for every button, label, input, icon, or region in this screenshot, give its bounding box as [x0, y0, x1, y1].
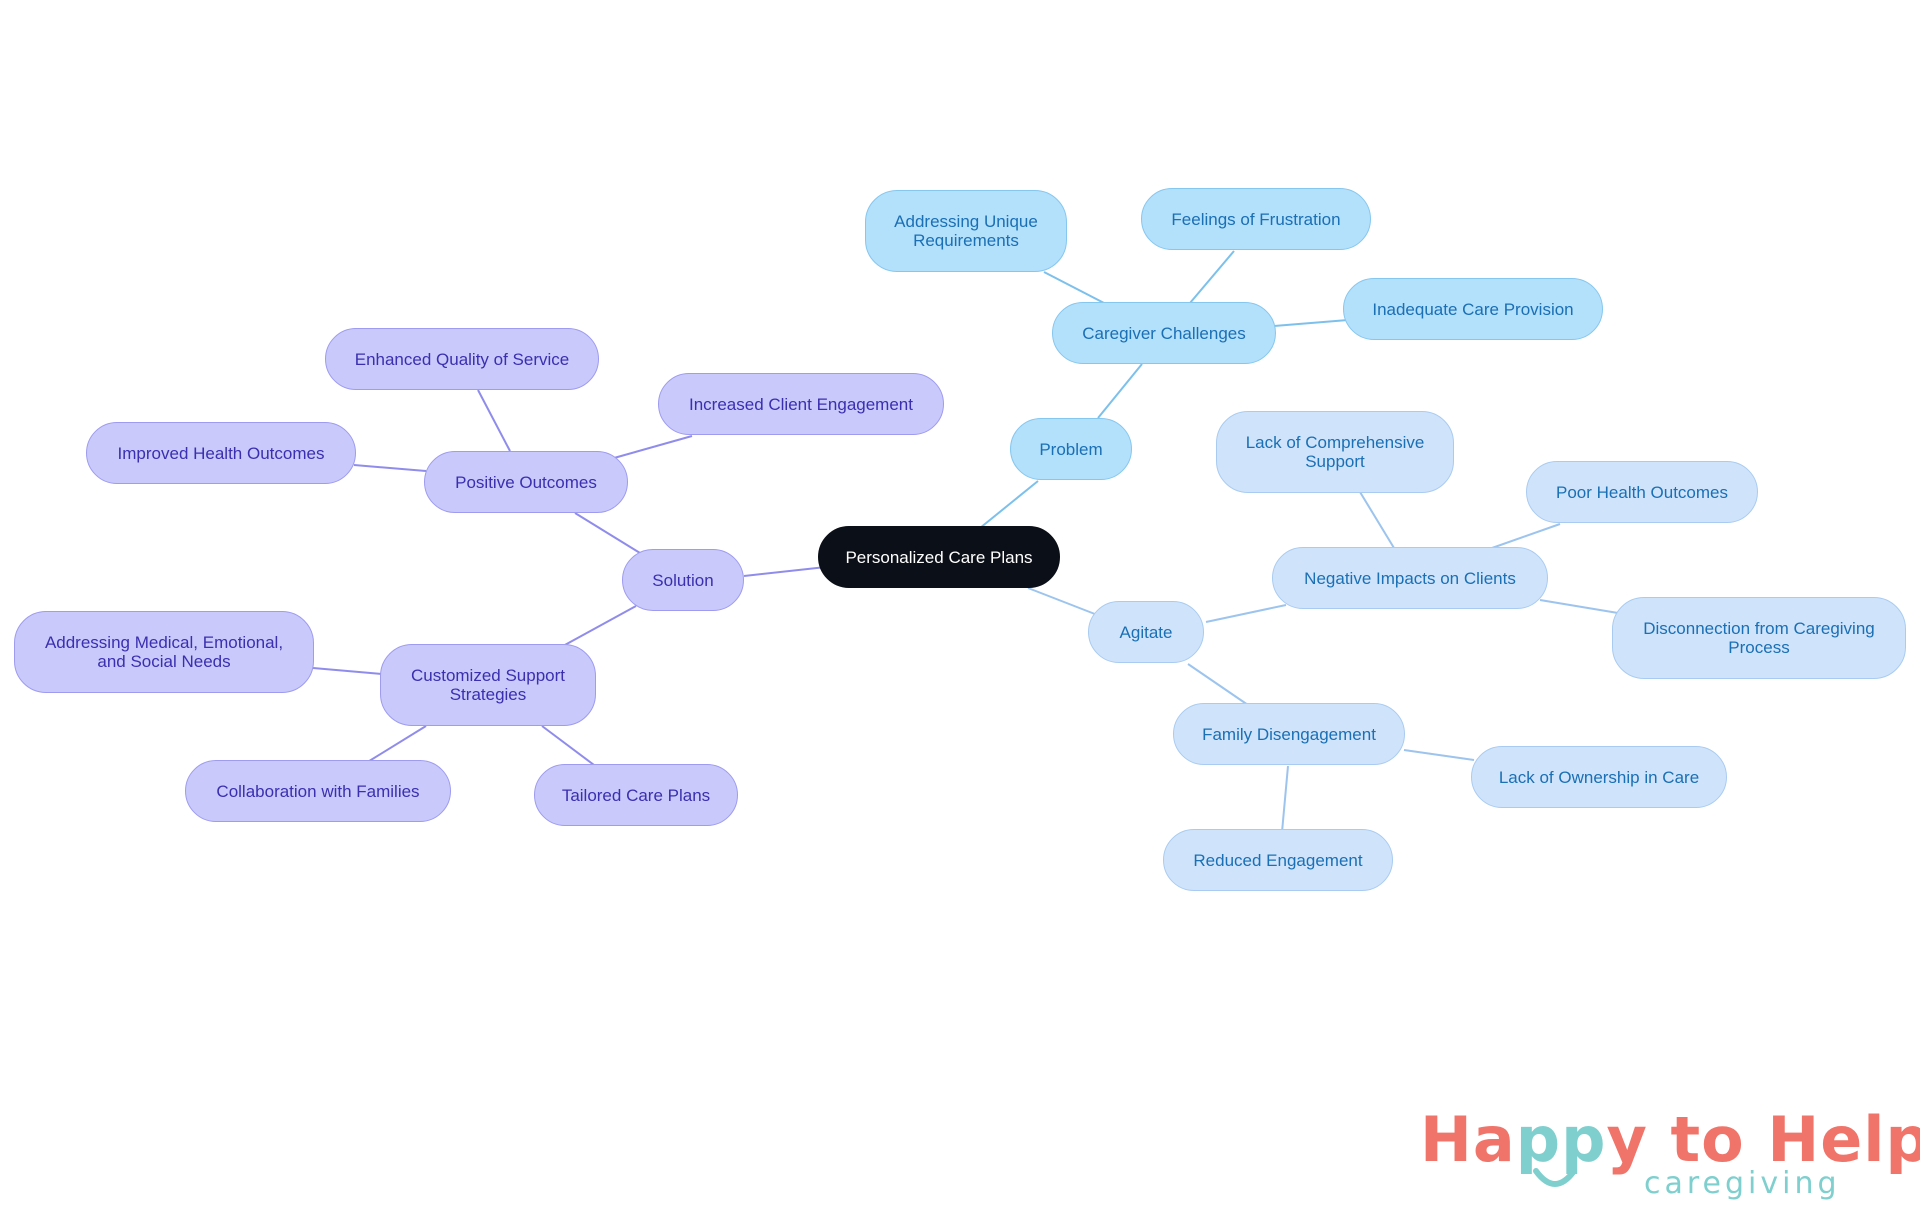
collaboration-families-node[interactable]: Collaboration with Families — [185, 760, 451, 822]
increased-engagement-node[interactable]: Increased Client Engagement — [658, 373, 944, 435]
negative-impacts-node[interactable]: Negative Impacts on Clients — [1272, 547, 1548, 609]
lack-comprehensive-node[interactable]: Lack of Comprehensive Support — [1216, 411, 1454, 493]
logo-subtitle: caregiving — [1644, 1166, 1841, 1201]
positive-outcomes-node[interactable]: Positive Outcomes — [424, 451, 628, 513]
edge-root-agitate — [1027, 587, 1101, 617]
agitate-node[interactable]: Agitate — [1088, 601, 1204, 663]
reduced-engagement-node[interactable]: Reduced Engagement — [1163, 829, 1393, 891]
edge-root-problem — [979, 480, 1039, 529]
edge-positive-improved — [353, 464, 427, 472]
logo-text-rest: y to Help — [1606, 1103, 1920, 1176]
lack-ownership-node[interactable]: Lack of Ownership in Care — [1471, 746, 1727, 808]
logo-text-pp: pp — [1515, 1103, 1607, 1176]
feelings-frustration-node[interactable]: Feelings of Frustration — [1141, 188, 1371, 250]
enhanced-quality-node[interactable]: Enhanced Quality of Service — [325, 328, 599, 390]
edge-negative-poor — [1491, 523, 1561, 549]
edge-caregiver-frustration — [1189, 250, 1235, 304]
caregiver-challenges-node[interactable]: Caregiver Challenges — [1052, 302, 1276, 364]
logo-smile-icon — [1533, 1168, 1577, 1187]
edge-negative-disconnection — [1539, 599, 1619, 614]
customized-support-node[interactable]: Customized Support Strategies — [380, 644, 596, 726]
disconnection-process-node[interactable]: Disconnection from Caregiving Process — [1612, 597, 1906, 679]
edge-root-solution — [743, 566, 827, 577]
edge-customized-collaboration — [365, 725, 427, 764]
edge-negative-lack — [1359, 491, 1395, 549]
problem-node[interactable]: Problem — [1010, 418, 1132, 480]
addressing-needs-node[interactable]: Addressing Medical, Emotional, and Socia… — [14, 611, 314, 693]
edge-caregiver-inadequate — [1273, 319, 1349, 327]
family-disengagement-node[interactable]: Family Disengagement — [1173, 703, 1405, 765]
solution-node[interactable]: Solution — [622, 549, 744, 611]
edge-customized-addressing — [312, 667, 383, 675]
edge-customized-tailored — [541, 725, 599, 769]
edge-family-reduced — [1281, 765, 1289, 833]
root-node[interactable]: Personalized Care Plans — [818, 526, 1060, 588]
logo-text-ha: Ha — [1420, 1103, 1516, 1176]
addressing-unique-node[interactable]: Addressing Unique Requirements — [865, 190, 1067, 272]
inadequate-care-node[interactable]: Inadequate Care Provision — [1343, 278, 1603, 340]
poor-health-node[interactable]: Poor Health Outcomes — [1526, 461, 1758, 523]
improved-health-node[interactable]: Improved Health Outcomes — [86, 422, 356, 484]
happy-to-help-logo: Happy to Help caregiving — [1420, 1105, 1920, 1201]
edge-problem-caregiver — [1097, 363, 1143, 419]
logo-wordmark: Happy to Help — [1420, 1105, 1920, 1175]
edge-caregiver-addressing — [1043, 271, 1105, 304]
edge-solution-positive — [574, 512, 641, 554]
edge-positive-increased — [613, 435, 693, 459]
edge-family-ownership — [1403, 749, 1475, 761]
edge-positive-enhanced — [477, 389, 511, 452]
edge-solution-customized — [562, 605, 637, 647]
edge-agitate-family — [1187, 663, 1249, 706]
tailored-care-plans-node[interactable]: Tailored Care Plans — [534, 764, 738, 826]
edge-agitate-negative — [1205, 604, 1287, 623]
